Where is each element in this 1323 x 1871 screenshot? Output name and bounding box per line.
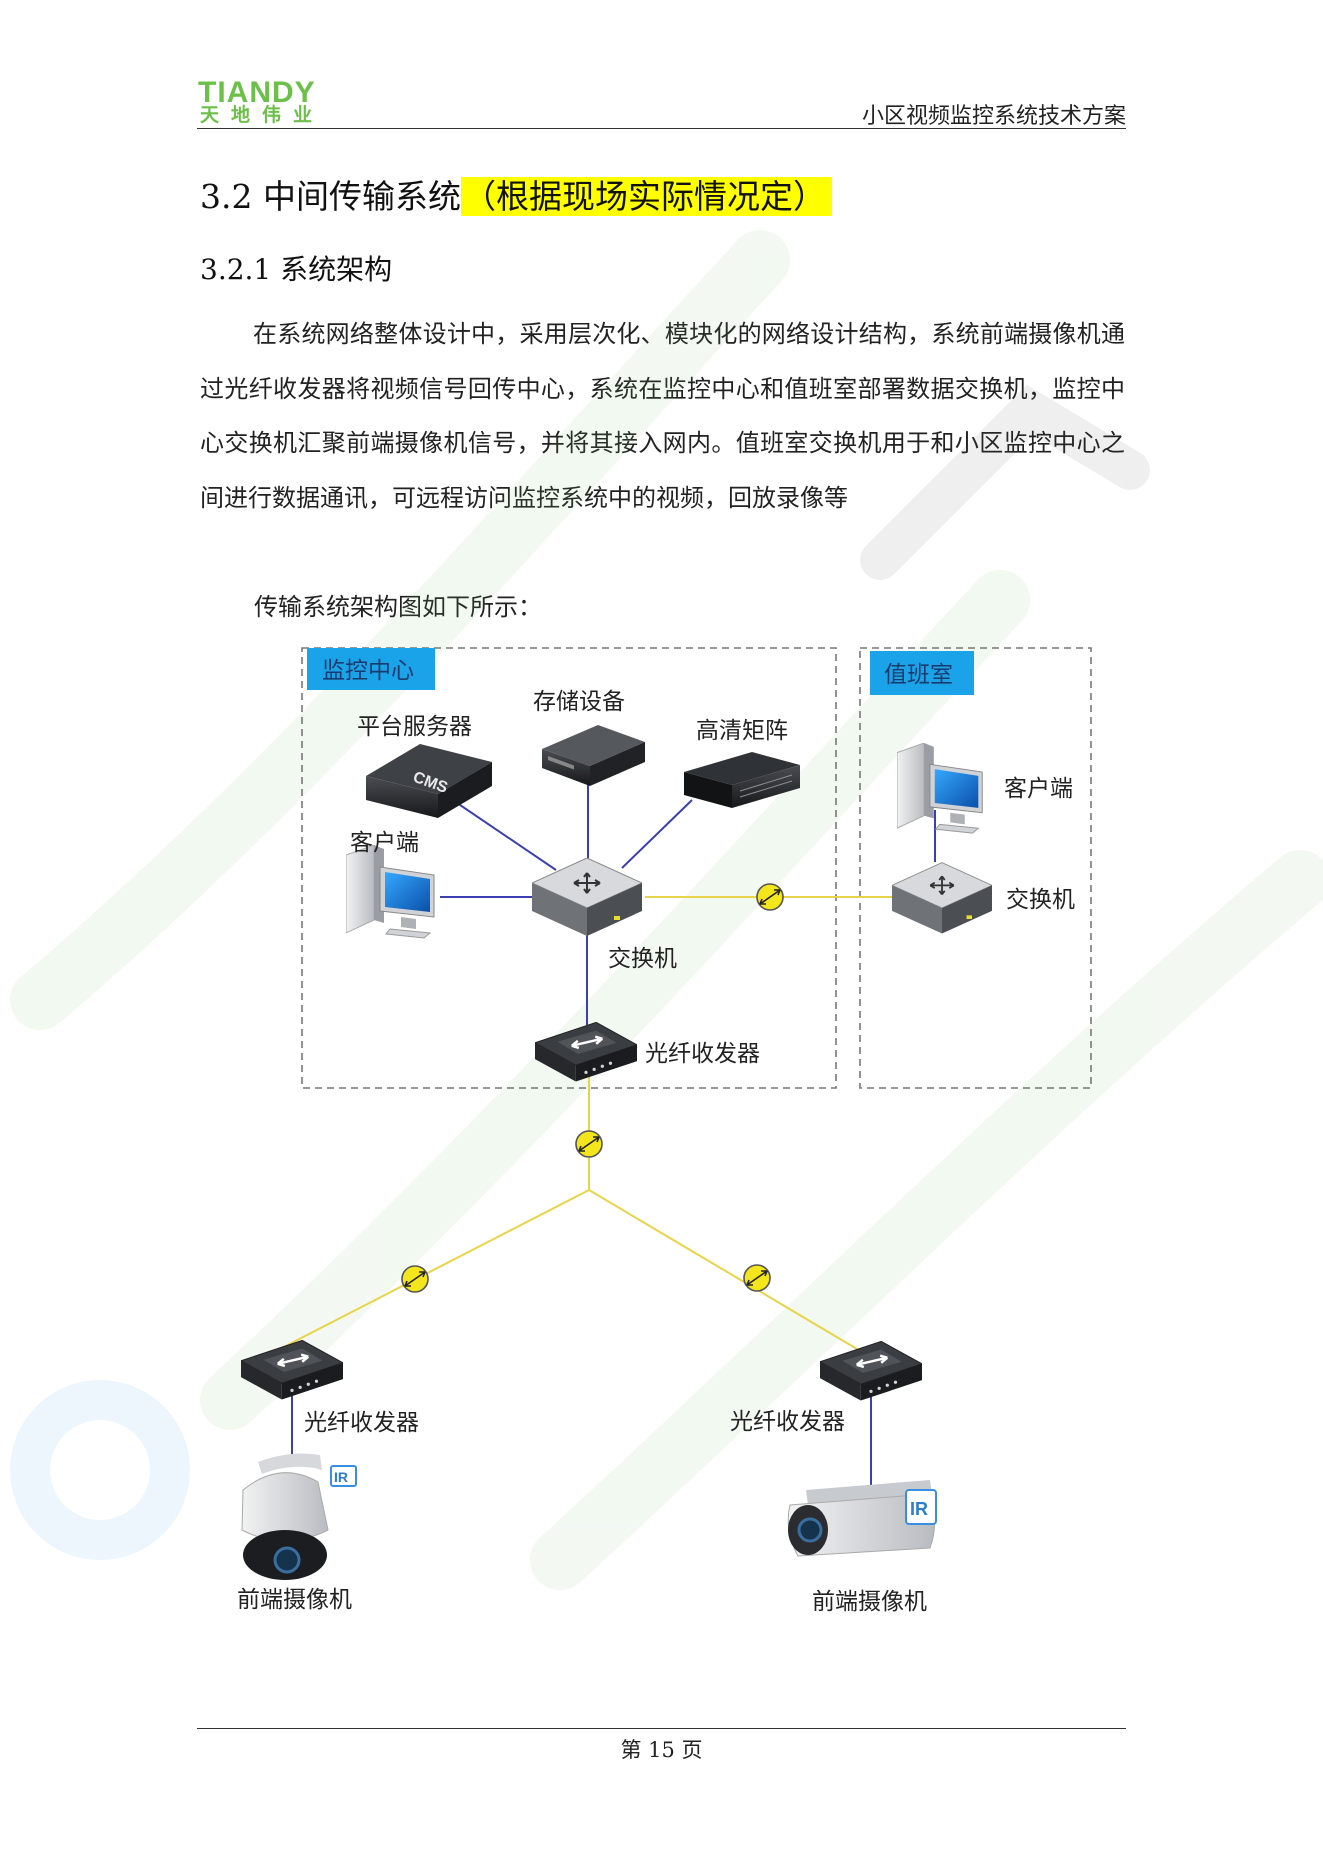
label-transceiver-right: 光纤收发器	[730, 1409, 845, 1435]
ir-badge-right: IR	[910, 1499, 928, 1519]
link-matrix-switch	[621, 799, 693, 869]
intro-paragraph: 在系统网络整体设计中，采用层次化、模块化的网络设计结构，系统前端摄像机通过光纤收…	[200, 320, 1125, 512]
subsection-number: 3.2.1	[200, 253, 272, 286]
label-client-duty: 客户端	[1004, 776, 1073, 802]
monitor-center-label: 监控中心	[322, 658, 414, 684]
label-hd-matrix: 高清矩阵	[696, 718, 788, 744]
dome-camera-icon: IR	[241, 1453, 357, 1580]
duty-room-tag: 值班室	[870, 651, 974, 695]
document-title: 小区视频监控系统技术方案	[861, 104, 1126, 129]
right-transceiver-icon	[820, 1341, 922, 1402]
hd-matrix-icon	[684, 752, 800, 808]
label-storage: 存储设备	[533, 689, 625, 715]
label-switch-center: 交换机	[608, 946, 677, 972]
header-divider	[197, 128, 1126, 129]
label-camera-left: 前端摄像机	[237, 1587, 352, 1613]
label-camera-right: 前端摄像机	[812, 1589, 927, 1615]
duty-room-zone	[859, 647, 1092, 1089]
fiber-node-trunk	[575, 1130, 603, 1158]
fiber-node-center-duty	[756, 883, 784, 911]
duty-client-icon	[897, 743, 983, 834]
bullet-camera-icon: IR	[787, 1480, 937, 1557]
page-number: 第 15 页	[620, 1738, 703, 1762]
subsection-title: 系统架构	[280, 253, 393, 286]
duty-room-label: 值班室	[884, 662, 953, 688]
logo-chinese: 天地伟业	[200, 104, 325, 126]
ir-badge-left: IR	[334, 1469, 348, 1485]
monitor-center-tag: 监控中心	[307, 648, 435, 690]
duty-switch-icon	[892, 862, 992, 935]
section-heading: 3.2 中间传输系统（根据现场实际情况定）	[200, 172, 832, 222]
storage-device-icon	[542, 725, 645, 786]
center-switch-icon	[532, 858, 642, 937]
section-title: 中间传输系统	[262, 177, 461, 216]
fiber-node-right	[743, 1264, 771, 1292]
subsection-heading: 3.2.1 系统架构	[200, 250, 392, 290]
section-highlight-note: （根据现场实际情况定）	[460, 177, 832, 216]
label-client-center: 客户端	[350, 830, 419, 856]
logo-wordmark: TIANDY	[198, 76, 316, 109]
fiber-branch-right	[588, 1189, 863, 1353]
center-client-icon	[346, 845, 435, 939]
section-number: 3.2	[200, 177, 253, 216]
label-switch-duty: 交换机	[1006, 887, 1075, 913]
label-transceiver-left: 光纤收发器	[304, 1410, 419, 1436]
label-platform-server: 平台服务器	[357, 714, 472, 740]
fiber-node-left	[401, 1265, 429, 1293]
watermark-graphic	[10, 230, 1323, 1590]
fiber-branch-left	[271, 1189, 590, 1354]
diagram-caption: 传输系统架构图如下所示：	[254, 593, 542, 621]
label-transceiver-center: 光纤收发器	[645, 1041, 760, 1067]
monitor-center-zone	[301, 647, 837, 1089]
platform-server-icon: CMS	[366, 744, 492, 818]
footer-divider	[197, 1728, 1126, 1729]
